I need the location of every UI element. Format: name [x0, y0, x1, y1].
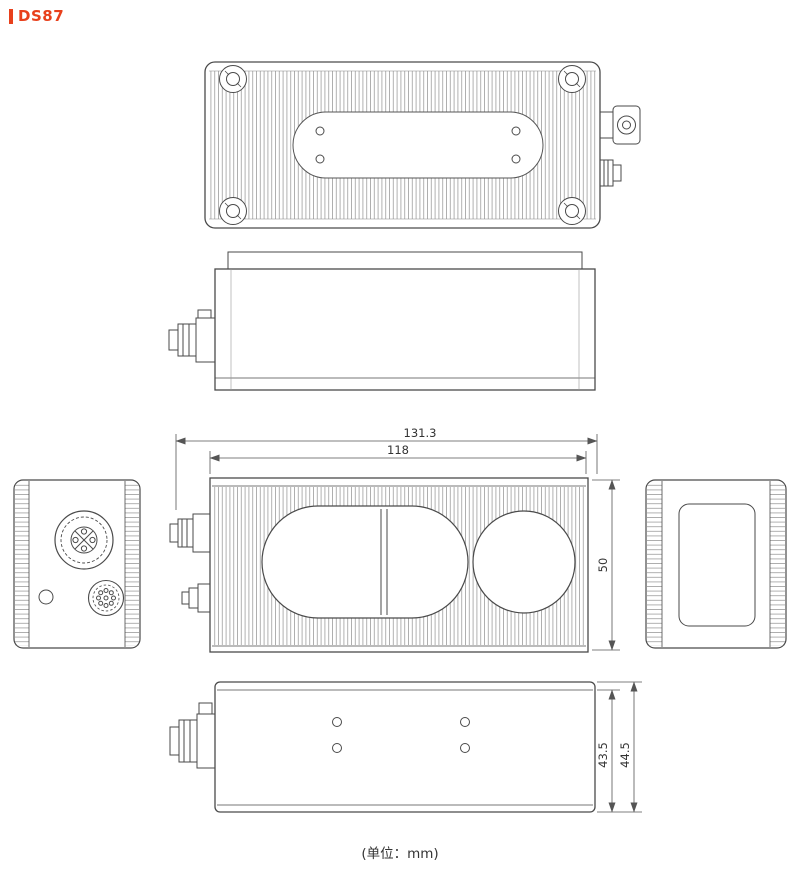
front-view [169, 477, 589, 653]
front-connector-top [169, 513, 211, 553]
dim-body-height: 50 [596, 558, 610, 573]
bottom-view [169, 681, 596, 813]
page-header: DS87 [9, 7, 64, 25]
dim-overall-depth: 44.5 [618, 742, 632, 768]
mounting-hole [332, 743, 342, 753]
bottom-connector [169, 702, 216, 769]
lens-window [261, 505, 469, 619]
bottom-view-body [214, 681, 596, 813]
top-mount-plate [292, 111, 544, 179]
dim-overall-length: 131.3 [404, 426, 437, 440]
top-view [204, 61, 641, 229]
unit-note: (单位：mm) [361, 846, 438, 862]
mounting-hole [460, 717, 470, 727]
front-connector-bottom [181, 583, 211, 613]
label-recess [678, 503, 756, 627]
dim-body-length: 118 [387, 443, 409, 457]
corner-screws [219, 65, 586, 225]
mounting-hole [332, 717, 342, 727]
left-end-view [13, 479, 141, 649]
title-accent-bar [9, 8, 13, 24]
dim-body-depth: 43.5 [596, 742, 610, 768]
mounting-hole [460, 743, 470, 753]
top-aux-connector [599, 159, 622, 187]
multi-pin-connector [87, 579, 125, 617]
side-connector [168, 309, 216, 363]
side-view [168, 251, 596, 391]
lens-circle [472, 510, 576, 614]
led-indicator [38, 589, 54, 605]
top-power-connector [599, 105, 641, 145]
dimensions: 131.3 118 50 43.5 44.5 [175, 426, 642, 813]
model-title: DS87 [18, 7, 65, 25]
m12-connector [54, 510, 114, 570]
right-end-view [645, 479, 787, 649]
side-view-lip [227, 251, 583, 270]
side-view-body [214, 268, 596, 391]
